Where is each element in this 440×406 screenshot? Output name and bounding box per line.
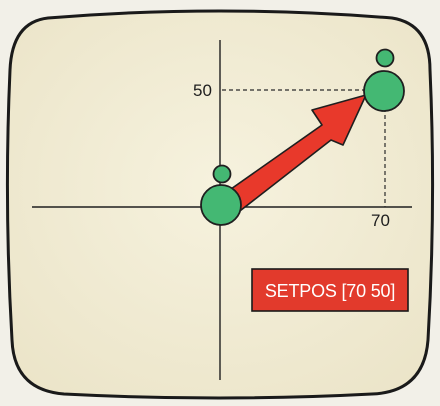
turtle-start-body-icon (201, 185, 241, 225)
command-box: SETPOS [70 50] (252, 269, 408, 311)
turtle-end-head-icon (377, 50, 394, 67)
turtle-start-head-icon (214, 166, 231, 183)
y-value-label: 50 (193, 81, 212, 100)
command-text: SETPOS [70 50] (265, 281, 395, 301)
x-value-label: 70 (371, 211, 390, 230)
turtle-end-body-icon (364, 71, 404, 111)
